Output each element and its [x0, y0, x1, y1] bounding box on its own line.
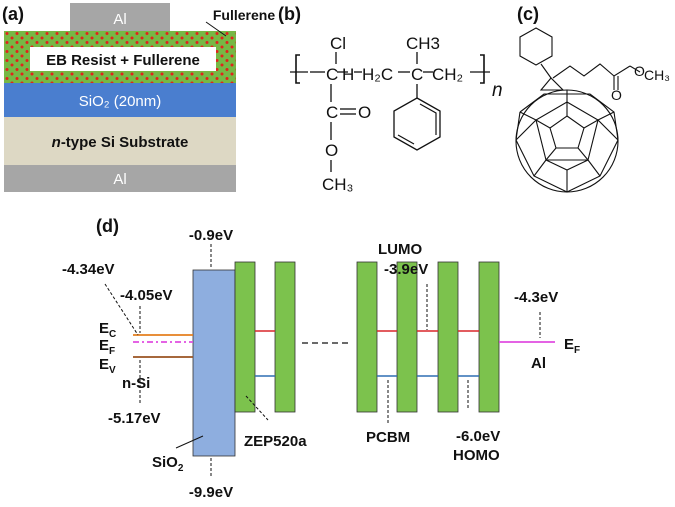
sio2-layer-label: SiO₂ (20nm) — [79, 93, 162, 110]
carbonyl-oxygen: O — [358, 103, 371, 122]
lumo-label: LUMO — [378, 241, 422, 258]
bottom-al-label: Al — [113, 171, 126, 188]
pcbm-bar-2 — [396, 261, 418, 413]
substrate-label: n-type Si Substrate — [52, 134, 189, 151]
sio2-layer — [4, 83, 236, 117]
zep-label: ZEP520a — [244, 433, 307, 450]
pcbm-label: PCBM — [366, 429, 410, 446]
left-bracket — [295, 54, 300, 84]
si-ec-value: -4.34eV — [62, 261, 115, 278]
sio2-bar — [192, 269, 236, 457]
carbonyl-carbon: C — [326, 103, 338, 122]
al-ef-label: EF — [564, 336, 580, 356]
methylene-group: H₂C — [362, 65, 393, 84]
pcbm-bar-4 — [478, 261, 500, 413]
panel-label-d: (d) — [96, 216, 119, 236]
sio2-bottom-value: -9.9eV — [189, 484, 233, 501]
ester-oxygen: O — [325, 141, 338, 160]
zep-bar-2 — [274, 261, 296, 413]
leader-lines — [104, 244, 541, 476]
bottom-al-electrode — [4, 165, 236, 192]
pcbm-phenyl-ring — [519, 27, 553, 66]
al-work-function: -4.3eV — [514, 289, 558, 306]
resist-label: EB Resist + Fullerene — [46, 52, 200, 69]
si-substrate-layer — [4, 117, 236, 165]
fullerene-callout-line — [205, 21, 227, 37]
repeat-n: n — [492, 80, 503, 101]
methyl-bottom: CH₃ — [322, 175, 353, 194]
pcbm-ether-oxygen: O — [634, 63, 645, 79]
si-ef-value: -4.05eV — [120, 287, 173, 304]
alpha-carbon: C — [326, 65, 338, 84]
chlorine-atom: Cl — [330, 34, 346, 53]
device-stack: Al EB Resist + Fullerene SiO₂ (20nm) n-t… — [4, 3, 275, 192]
panel-label-c: (c) — [517, 4, 539, 24]
right-bracket — [480, 54, 485, 84]
zep-bar-1 — [234, 261, 256, 413]
top-al-electrode — [70, 3, 170, 31]
sio2-top-value: -0.9eV — [189, 227, 233, 244]
ec-label: EC — [99, 320, 116, 340]
pcbm-bar-1 — [356, 261, 378, 413]
homo-value: -6.0eV — [456, 428, 500, 445]
ev-label: EV — [99, 356, 116, 376]
pcbm-bar-3 — [437, 261, 459, 413]
panel-label-b: (b) — [278, 4, 301, 24]
top-al-label: Al — [113, 11, 126, 28]
methyl-top: CH3 — [406, 34, 440, 53]
phenyl-ring — [393, 97, 441, 151]
al-label: Al — [531, 355, 546, 372]
end-methylene: CH₂ — [432, 65, 463, 84]
resist-label-box — [30, 47, 216, 71]
quaternary-carbon: C — [411, 65, 423, 84]
band-labels: -0.9eV -9.9eV -4.34eV -4.05eV -5.17eV n-… — [62, 227, 580, 501]
homo-label: HOMO — [453, 447, 500, 464]
alpha-hydrogen: H — [342, 65, 354, 84]
panel-label-a: (a) — [2, 4, 24, 24]
band-diagram — [133, 261, 555, 457]
n-si-label: n-Si — [122, 375, 150, 392]
fullerene-callout: Fullerene — [213, 7, 275, 23]
zep-structure: n Cl C H H₂C C CH₂ CH3 C O O CH₃ — [290, 34, 503, 194]
pcbm-methyl: CH₃ — [644, 67, 670, 83]
lumo-value: -3.9eV — [384, 261, 428, 278]
si-ev-value: -5.17eV — [108, 410, 161, 427]
pcbm-structure — [515, 27, 641, 193]
sio2-label: SiO2 — [152, 454, 184, 474]
pcbm-carbonyl-oxygen: O — [611, 87, 622, 103]
ef-label: EF — [99, 337, 115, 357]
cyclopropane — [539, 77, 565, 91]
